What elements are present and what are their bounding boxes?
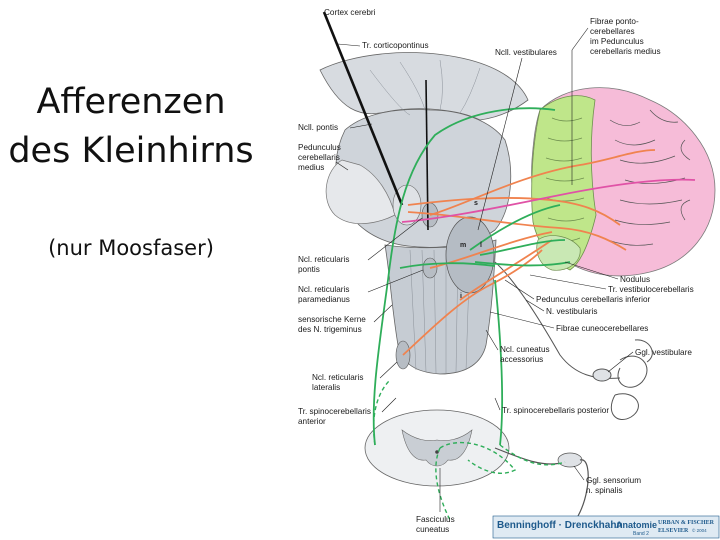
- credit-book-title: Anatomie: [616, 520, 657, 530]
- nucleus-label-s: s: [474, 200, 478, 207]
- svg-text:n. spinalis: n. spinalis: [586, 486, 622, 495]
- svg-text:paramedianus: paramedianus: [298, 295, 350, 304]
- svg-text:Ncl. reticularis: Ncl. reticularis: [298, 285, 349, 294]
- leader-ggl-vestibulare: [607, 351, 634, 373]
- publisher-credit: Benninghoff · Drenckhahn Anatomie Band 2…: [492, 515, 720, 539]
- slide-subtitle: (nur Moosfaser): [48, 236, 214, 260]
- trigeminal-fibres-pink: [401, 178, 696, 223]
- svg-text:Ncl. reticularis: Ncl. reticularis: [312, 373, 363, 382]
- leader-fibrae: [571, 27, 589, 51]
- cerebellum-folia: [607, 109, 691, 246]
- svg-text:Ggl. sensorium: Ggl. sensorium: [586, 476, 641, 485]
- svg-text:sensorische Kerne: sensorische Kerne: [298, 315, 366, 324]
- mesencephalon: [319, 52, 529, 121]
- semicircular-canals: [610, 339, 653, 420]
- label-ggl-vestibulare: Ggl. vestibulare: [635, 348, 692, 357]
- slide-title-line-1: Afferenzen: [36, 82, 226, 122]
- label-sensorische-kerne: sensorische Kerne des N. trigeminus: [298, 315, 366, 334]
- label-fibrae-pontocerebellares: Fibrae ponto- cerebellares im Pedunculus…: [590, 17, 661, 56]
- label-ncl-reticularis-lateralis: Ncl. reticularis lateralis: [312, 373, 363, 392]
- nucleus-label-l: l: [480, 242, 482, 249]
- svg-text:Ncl. cuneatus: Ncl. cuneatus: [500, 345, 550, 354]
- leader-fibrae-cuneocerebellares: [489, 311, 555, 329]
- svg-text:lateralis: lateralis: [312, 383, 340, 392]
- credit-volume: Band 2: [633, 531, 649, 537]
- leader-tr-corticopontinus: [337, 43, 361, 47]
- leader-pedunculus-inferior: [504, 279, 535, 300]
- leader-tr-vestibulocerebellaris: [529, 274, 607, 290]
- leader-ncl-reticularis-pontis: [367, 217, 423, 261]
- pedunculus-cerebellaris-medius: [325, 159, 396, 224]
- label-pedunculus-inferior: Pedunculus cerebellaris inferior: [536, 295, 651, 304]
- svg-text:cerebellares: cerebellares: [590, 27, 635, 36]
- label-fibrae-cuneocerebellares: Fibrae cuneocerebellares: [556, 324, 648, 333]
- leader-n-vestibularis: [525, 299, 545, 312]
- svg-text:anterior: anterior: [298, 417, 326, 426]
- spinocerebellar-anterior-dashed: [373, 379, 566, 521]
- svg-text:cuneatus: cuneatus: [416, 525, 449, 534]
- credit-publisher-2: ELSEVIER: [658, 528, 689, 534]
- svg-text:des N. trigeminus: des N. trigeminus: [298, 325, 362, 334]
- label-ncl-reticularis-paramedianus: Ncl. reticularis paramedianus: [298, 285, 350, 304]
- label-pedunculus-medius: Pedunculus cerebellaris medius: [298, 143, 341, 172]
- leader-ncll-vestibulares: [477, 57, 523, 231]
- leader-nodulus: [564, 261, 619, 280]
- leader-tr-spino-posterior: [494, 397, 501, 411]
- label-nodulus: Nodulus: [620, 275, 650, 284]
- credit-book-authors: Benninghoff · Drenckhahn: [497, 520, 623, 531]
- label-ncll-vestibulares: Ncll. vestibulares: [495, 48, 557, 57]
- svg-text:im Pedunculus: im Pedunculus: [590, 37, 644, 46]
- credit-publisher-1: URBAN & FISCHER: [658, 520, 715, 526]
- svg-text:cerebellaris medius: cerebellaris medius: [590, 47, 661, 56]
- nucleus-label-i: i: [460, 293, 462, 300]
- ggl-sensorium-shape: [557, 452, 583, 468]
- slide-title: Afferenzen des Kleinhirns: [0, 78, 262, 176]
- label-tr-corticopontinus: Tr. corticopontinus: [362, 41, 429, 50]
- leader-ncl-cuneatus-accessorius: [485, 329, 499, 351]
- leader-ncll-pontis: [349, 123, 373, 129]
- leader-ncl-reticularis-lateralis: [379, 361, 398, 379]
- svg-text:Pedunculus: Pedunculus: [298, 143, 341, 152]
- label-ncll-pontis: Ncll. pontis: [298, 123, 338, 132]
- label-tr-spinocerebellaris-anterior: Tr. spinocerebellaris anterior: [298, 407, 371, 426]
- svg-text:Fibrae ponto-: Fibrae ponto-: [590, 17, 639, 26]
- svg-text:Ncl. reticularis: Ncl. reticularis: [298, 255, 349, 264]
- spinal-cord-section: [364, 409, 589, 536]
- cerebellar-afferents-illustration: s m l i Cortex cerebri Tr. corticopontin…: [298, 8, 720, 539]
- svg-text:Fasciculus: Fasciculus: [416, 515, 455, 524]
- vestibular-apparatus: [494, 261, 653, 420]
- svg-text:Tr. spinocerebellaris: Tr. spinocerebellaris: [298, 407, 371, 416]
- label-cortex-cerebri: Cortex cerebri: [324, 8, 376, 17]
- nucleus-label-m: m: [460, 242, 466, 249]
- leader-ggl-sensorium: [573, 465, 585, 481]
- label-tr-spinocerebellaris-posterior: Tr. spinocerebellaris posterior: [502, 406, 609, 415]
- central-canal: [435, 450, 439, 454]
- leader-ncl-reticularis-paramedianus: [367, 269, 424, 293]
- credit-bar: [492, 515, 720, 539]
- spinocerebellar-fibres-green: [372, 107, 571, 446]
- label-tr-vestibulocerebellaris: Tr. vestibulocerebellaris: [608, 285, 694, 294]
- slide-title-line-2: des Kleinhirns: [8, 131, 254, 171]
- tr-corticopontinus-fibre-2: [425, 79, 429, 231]
- grey-matter: [401, 429, 473, 467]
- ggl-vestibulare-shape: [592, 368, 612, 382]
- label-ggl-sensorium: Ggl. sensorium n. spinalis: [586, 476, 641, 495]
- svg-text:accessorius: accessorius: [500, 355, 543, 364]
- svg-text:pontis: pontis: [298, 265, 320, 274]
- label-ncl-cuneatus-accessorius: Ncl. cuneatus accessorius: [500, 345, 550, 364]
- svg-text:medius: medius: [298, 163, 324, 172]
- label-ncl-reticularis-pontis: Ncl. reticularis pontis: [298, 255, 349, 274]
- leader-sensorische-kerne: [373, 304, 393, 323]
- leader-pedunculus-medius: [335, 161, 349, 171]
- label-fasciculus-cuneatus: Fasciculus cuneatus: [416, 515, 455, 534]
- tr-corticopontinus-fibre: [322, 11, 404, 206]
- label-n-vestibularis: N. vestibularis: [546, 307, 597, 316]
- leader-tr-spino-anterior: [381, 397, 397, 413]
- svg-text:cerebellaris: cerebellaris: [298, 153, 340, 162]
- credit-copyright: © 2004: [692, 527, 707, 533]
